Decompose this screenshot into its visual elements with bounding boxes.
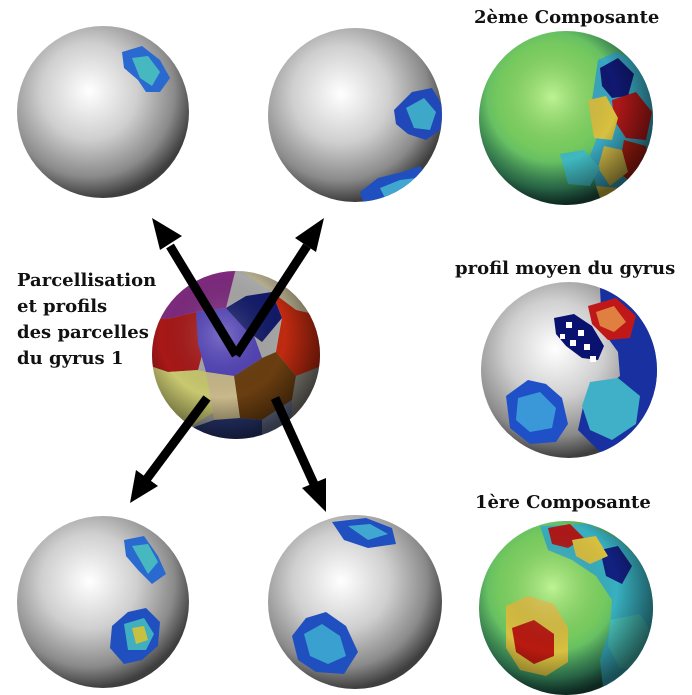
arrow-to-top-left	[152, 218, 240, 358]
sphere-first-component	[479, 521, 653, 695]
sphere-top-middle	[268, 28, 442, 202]
parcellation-label-line: des parcelles	[17, 322, 149, 343]
parcellation-label-line: et profils	[17, 296, 108, 317]
sphere-second-component	[479, 31, 653, 205]
sphere-mean-profile	[481, 282, 657, 458]
parcellation-label-line: du gyrus 1	[17, 348, 124, 369]
parcellation-label-line: Parcellisation	[17, 270, 157, 291]
arrow-to-bottom-middle	[270, 396, 326, 512]
first-component-label: 1ère Composante	[475, 492, 651, 513]
arrow-to-top-middle	[232, 218, 324, 358]
sphere-bottom-left	[17, 516, 189, 688]
second-component-label: 2ème Composante	[474, 7, 660, 28]
arrows	[130, 218, 326, 512]
mean-profile-dots	[560, 322, 596, 362]
sphere-bottom-middle	[268, 515, 442, 689]
sphere-top-left	[17, 26, 189, 198]
parcellation-label: Parcellisation et profils des parcelles …	[17, 268, 156, 372]
mean-profile-label: profil moyen du gyrus	[455, 258, 676, 279]
arrow-to-bottom-left	[130, 395, 211, 503]
